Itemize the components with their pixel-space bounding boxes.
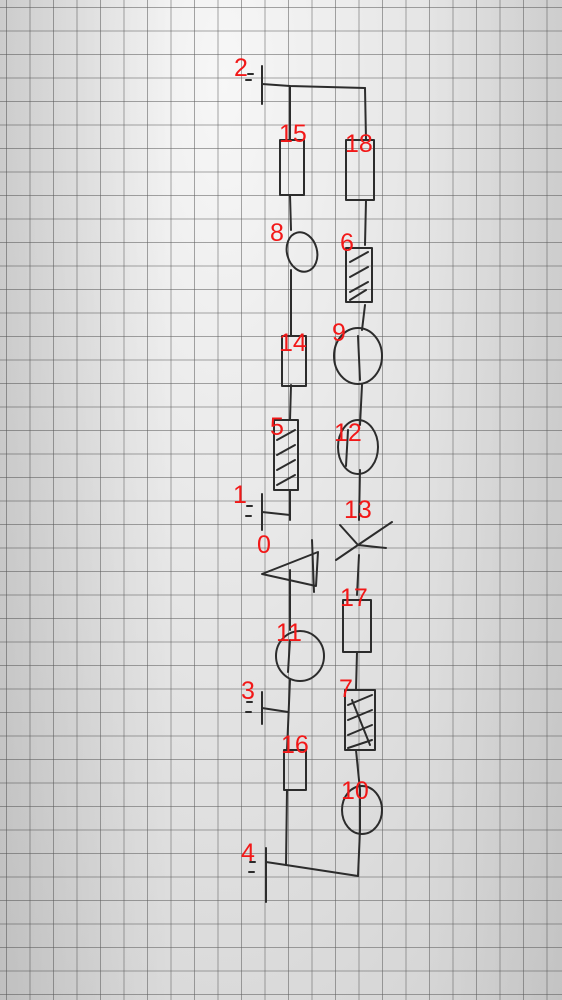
right-branch-wire: [355, 87, 367, 877]
circle-12: [337, 419, 379, 475]
terminal-4: [248, 847, 267, 903]
hatched-box-5: [273, 419, 299, 491]
box-15: [279, 139, 305, 196]
terminal-1: [245, 493, 263, 531]
circle-11: [275, 630, 325, 682]
label-13: 13: [344, 496, 372, 524]
wire-to-ground-3: [261, 707, 289, 713]
top-wire: [261, 83, 366, 89]
circle-8: [285, 231, 319, 273]
label-4: 4: [241, 839, 255, 867]
cross-13: [335, 521, 393, 561]
label-17: 17: [340, 584, 368, 612]
box-18: [345, 139, 375, 201]
label-18: 18: [345, 130, 373, 158]
label-6: 6: [340, 229, 354, 257]
label-16: 16: [281, 731, 309, 759]
label-8: 8: [270, 219, 284, 247]
box-17: [342, 599, 372, 653]
label-0: 0: [257, 531, 271, 559]
bottom-wire: [265, 861, 359, 877]
terminal-3: [245, 691, 263, 725]
label-5: 5: [270, 413, 284, 441]
terminal-2: [245, 65, 263, 105]
box-14: [281, 335, 307, 387]
label-1: 1: [233, 481, 247, 509]
label-7: 7: [339, 675, 353, 703]
left-branch-wire: [285, 85, 292, 866]
label-3: 3: [241, 677, 255, 705]
triangle-0: [261, 539, 319, 593]
circle-9: [333, 327, 383, 385]
label-15: 15: [279, 120, 307, 148]
label-11: 11: [276, 619, 302, 647]
wire-to-ground-1: [261, 511, 291, 516]
label-2: 2: [234, 54, 248, 82]
label-10: 10: [341, 777, 369, 805]
label-12: 12: [334, 419, 362, 447]
hatched-box-6: [345, 247, 373, 303]
hatched-box-7: [344, 689, 376, 751]
box-16: [283, 749, 307, 791]
label-14: 14: [279, 329, 307, 357]
label-9: 9: [332, 319, 346, 347]
circle-10: [341, 785, 383, 835]
